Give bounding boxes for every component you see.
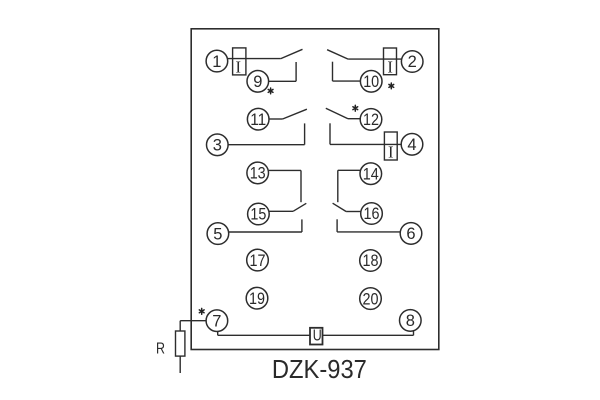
svg-text:11: 11 [250,111,266,129]
svg-text:15: 15 [250,206,266,224]
svg-text:17: 17 [250,252,266,270]
svg-text:18: 18 [363,252,379,270]
svg-text:14: 14 [363,165,379,183]
svg-text:19: 19 [249,290,265,308]
svg-text:8: 8 [406,312,415,330]
svg-text:10: 10 [363,73,379,91]
svg-text:I: I [387,58,393,77]
svg-text:6: 6 [406,225,415,243]
svg-text:4: 4 [407,136,416,154]
svg-text:I: I [388,143,394,162]
svg-text:I: I [236,58,242,77]
svg-text:12: 12 [363,111,379,129]
svg-text:U: U [313,327,322,344]
svg-text:1: 1 [212,53,221,71]
svg-text:7: 7 [212,312,221,330]
svg-text:R: R [156,341,165,358]
svg-text:13: 13 [250,165,266,183]
svg-text:DZK-937: DZK-937 [272,356,367,384]
svg-text:16: 16 [364,205,380,223]
svg-text:3: 3 [213,137,222,155]
svg-text:9: 9 [253,73,262,91]
svg-text:20: 20 [363,290,379,308]
svg-text:5: 5 [213,225,222,243]
svg-text:2: 2 [408,53,417,71]
